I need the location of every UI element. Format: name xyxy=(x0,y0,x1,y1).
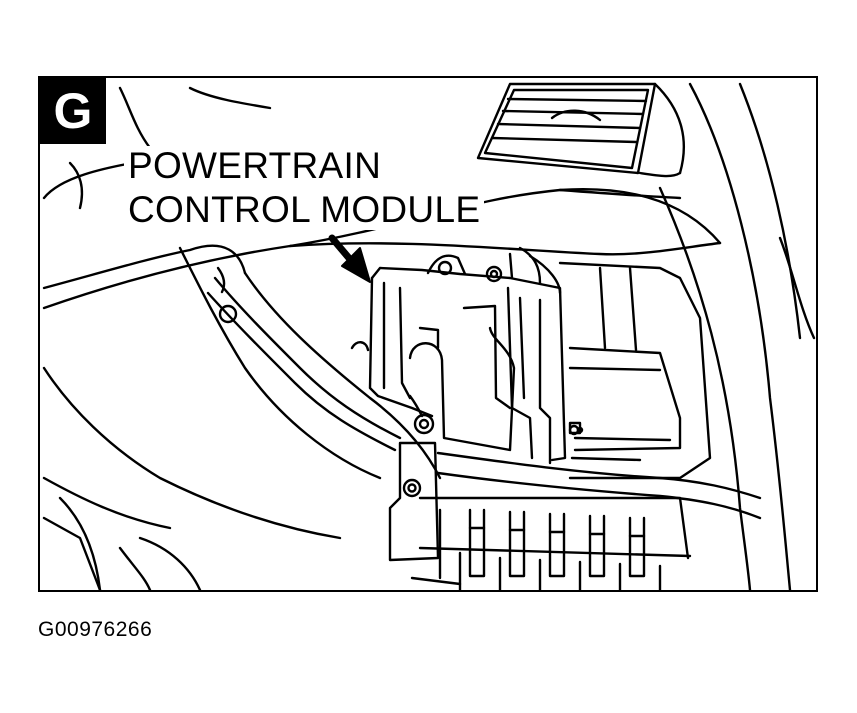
pcm-bracket xyxy=(350,246,567,465)
dashboard-line-illustration xyxy=(42,82,816,590)
air-vent xyxy=(476,82,686,178)
callout-label-line-2: CONTROL MODULE xyxy=(124,190,485,230)
wire-harness xyxy=(206,266,402,452)
mounting-foot xyxy=(388,394,440,562)
console-box xyxy=(558,261,712,480)
dash-upper-panel xyxy=(42,86,722,310)
connector-comb xyxy=(410,496,692,590)
left-lower-trim xyxy=(42,244,442,590)
callout-arrow xyxy=(328,234,371,283)
panel-letter-badge: G xyxy=(40,78,106,144)
crossmember xyxy=(436,451,762,520)
diagram-frame: G POWERTRAIN CONTROL MODULE xyxy=(38,76,818,592)
figure-id-caption: G00976266 xyxy=(38,618,153,641)
callout-label-line-1: POWERTRAIN xyxy=(124,146,386,186)
right-pillar xyxy=(658,82,816,590)
